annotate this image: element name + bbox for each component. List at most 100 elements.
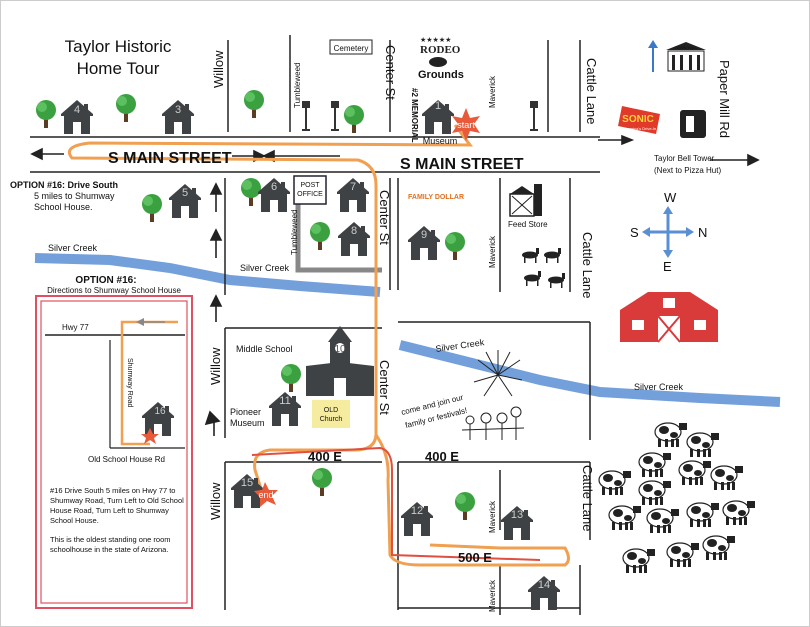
town-hall-label: TOWN HALL [674,45,698,50]
hwy-77-label: Hwy 77 [62,323,89,332]
inset-desc-6: schoolhouse in the state of Arizona. [50,545,168,554]
feed-store-barn-icon [509,184,542,217]
start-star-icon [452,108,480,141]
title-line-2: Home Tour [77,59,160,78]
house-8: 8 [338,222,370,256]
house-7: 7 [337,178,369,212]
post-office-box [293,175,327,205]
willow-top-label: Willow [211,50,226,88]
road-grid [30,35,600,615]
willow-bottom-label: Willow [208,482,223,520]
pioneer-museum-label-2: Museum [230,418,265,428]
town-hall-icon [648,40,706,72]
inset-desc-4: School House. [50,516,99,525]
bell-tower-label-1: Taylor Bell Tower [654,154,715,163]
option16-line-3: School House. [34,202,93,212]
svg-text:15: 15 [241,477,253,489]
option16-box-subheading: Directions to Shumway School House [47,286,181,295]
inset-desc-5: This is the oldest standing one room [50,535,170,544]
start-label: start [457,120,475,130]
option16-heading: OPTION #16: Drive South [10,180,118,190]
center-st-bottom-label: Center St [377,360,392,415]
willow-mid-label: Willow [208,347,223,385]
maverick-mid-label: Maverick [488,235,497,268]
school-star-icon [141,428,159,444]
old-church-label-2: Church [320,416,343,423]
fireworks-icon [473,350,523,397]
cemetery-box [329,39,373,55]
house-11: 11 [269,392,301,426]
old-church-label-1: OLD [324,407,338,414]
museum-label: Museum [423,136,458,146]
house-12: 12 [401,502,433,536]
old-church-shrubs [312,400,350,428]
maverick-low-label: Maverick [488,500,497,533]
compass-s: S [630,225,639,240]
middle-school-label: Middle School [236,344,293,354]
tour-route-red [251,446,541,561]
end-label: end [258,490,273,500]
rodeo-stars-icon: ★★★★★ [420,36,451,44]
silver-creek-label-left: Silver Creek [48,243,98,253]
svg-text:6: 6 [271,181,277,193]
cattle-lane-mid-label: Cattle Lane [580,232,595,299]
svg-text:8: 8 [351,225,357,237]
house-13: 13 [501,506,533,540]
house-15: 15 [231,474,263,508]
house-10: 10 [334,344,346,355]
400e-right-label: 400 E [425,449,459,464]
pioneer-museum-label-1: Pioneer [230,407,261,417]
svg-text:11: 11 [279,395,290,407]
sonic-logo: SONIC America's Drive-In [618,106,660,134]
rodeo-grounds-label: Grounds [418,69,464,81]
main-street-left-label: S MAIN STREET [108,150,232,167]
compass-icon [642,206,694,258]
main-street-right-label: S MAIN STREET [400,156,524,173]
svg-text:1: 1 [435,100,441,112]
tumbleweed-loop [295,180,382,273]
svg-text:14: 14 [538,579,550,591]
compass-n: N [698,225,707,240]
house-9: 9 [408,226,440,260]
bull-icon [429,57,447,67]
maverick-bottom-label: Maverick [488,579,497,612]
house-4: 4 [61,100,93,134]
silver-creek-west [34,253,381,297]
church-icon [306,326,374,396]
family-icon [461,406,525,440]
house-1: 1 [422,100,454,134]
inset-desc-2: Shumway Road, Turn Left to Old School [50,496,184,505]
inset-desc-3: House Road, Turn Left to Shumway [50,506,169,515]
feed-store-label: Feed Store [508,220,548,229]
tour-route-south [374,434,570,567]
end-star-icon [254,482,278,507]
house-3: 3 [162,100,194,134]
main-street-arrows [30,134,760,167]
svg-text:4: 4 [74,104,80,116]
cattle-lane-bottom-label: Cattle Lane [580,465,595,532]
house-5: 5 [169,184,201,218]
bell-tower-label-2: (Next to Pizza Hut) [654,166,721,175]
house-14: 14 [528,576,560,610]
500e-label: 500 E [458,550,492,565]
svg-text:3: 3 [175,104,181,116]
cattle-lane-top-label: Cattle Lane [584,58,599,125]
svg-text:13: 13 [511,509,523,521]
rodeo-logo: RODEO [420,44,461,56]
red-barn-icon [620,292,718,343]
svg-text:SONIC: SONIC [622,114,654,125]
maverick-top-label: Maverick [488,75,497,108]
silver-creek-label-mid: Silver Creek [240,263,290,273]
tumbleweed-mid-label: Tumbleweed [290,209,299,255]
center-st-mid-label: Center St [377,190,392,245]
center-st-top-label: Center St [383,45,398,100]
paper-mill-rd-label: Paper Mill Rd [717,60,732,138]
house-16: 16 [142,402,174,436]
option16-line-2: 5 miles to Shumway [34,191,115,201]
inset-map-frame [35,295,193,609]
family-dollar-logo: FAMILY DOLLAR [408,194,464,201]
silver-creek-label-far: Silver Creek [634,382,684,392]
memorial-label: #2 MEMORIAL [410,88,419,143]
option16-box-heading: OPTION #16: [75,275,136,286]
